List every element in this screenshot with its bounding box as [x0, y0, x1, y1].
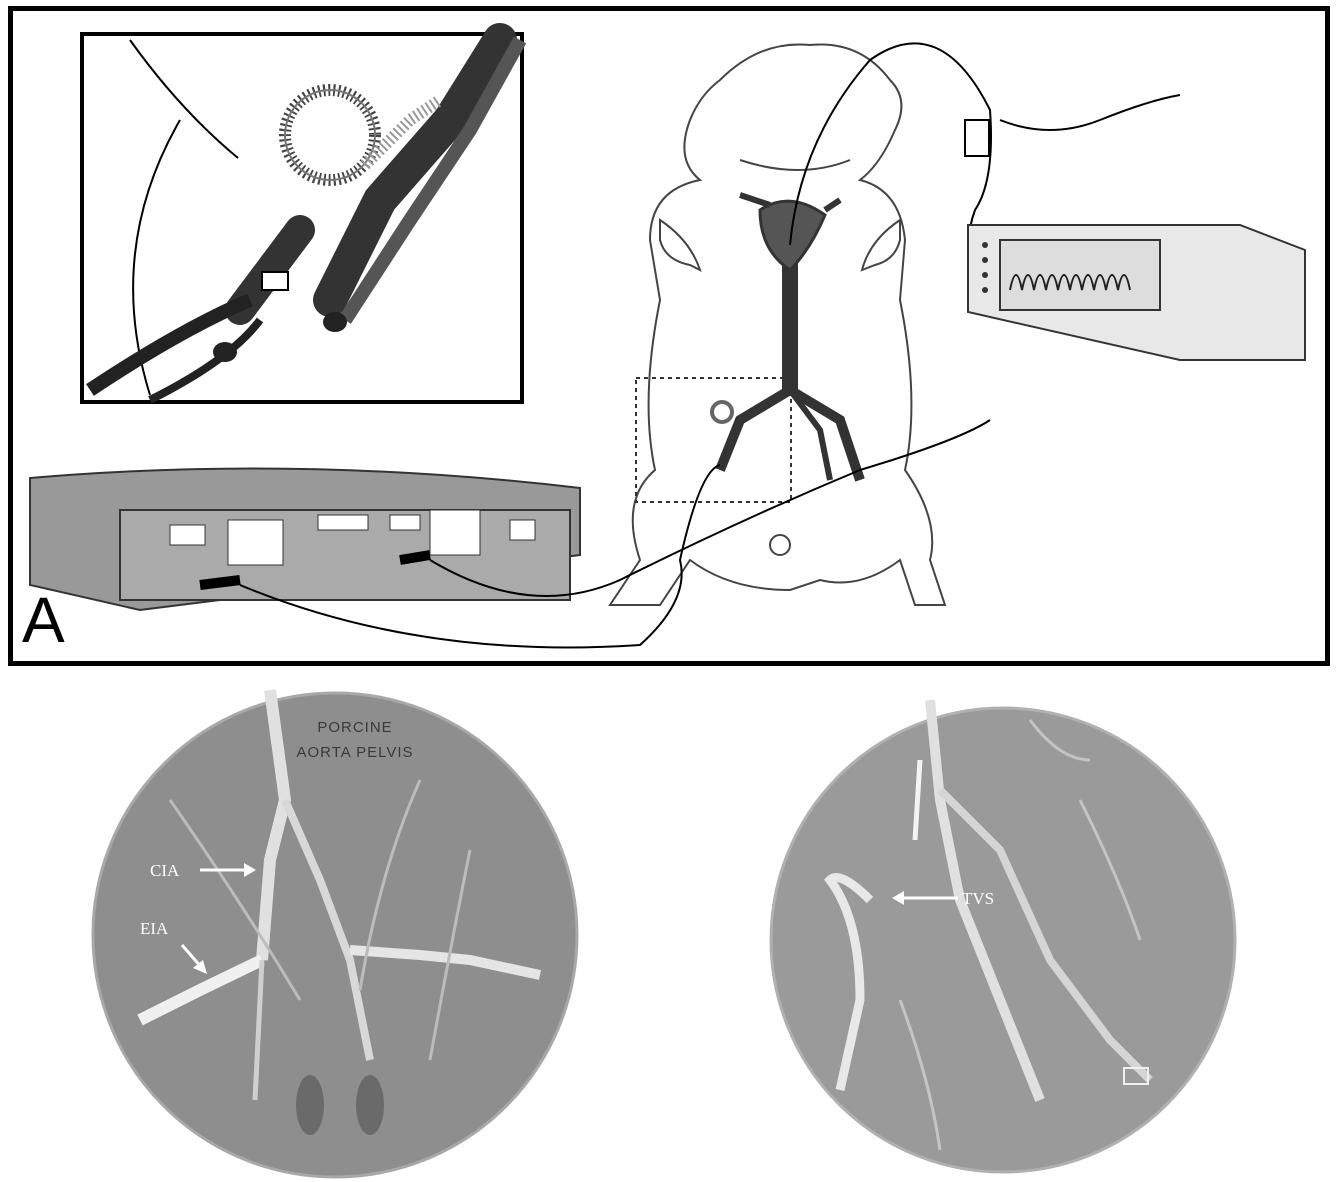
- label-cia: CIA: [150, 861, 180, 880]
- panel-letter-b: B: [22, 1104, 65, 1168]
- panel-c-fluoro: [771, 700, 1235, 1172]
- pressure-monitor: [968, 225, 1305, 360]
- inset-detail: [82, 34, 522, 402]
- pig-outline: [610, 44, 945, 605]
- panel-letter-a: A: [22, 588, 65, 652]
- pressure-transducer-icon: [965, 120, 989, 156]
- fluoro-stamp-line1: PORCINE: [317, 719, 392, 736]
- fluoro-stamp-line2: AORTA PELVIS: [296, 744, 413, 761]
- label-tvs: TVS: [962, 889, 994, 908]
- panel-letter-c: C: [712, 1104, 758, 1168]
- label-eia: EIA: [140, 919, 169, 938]
